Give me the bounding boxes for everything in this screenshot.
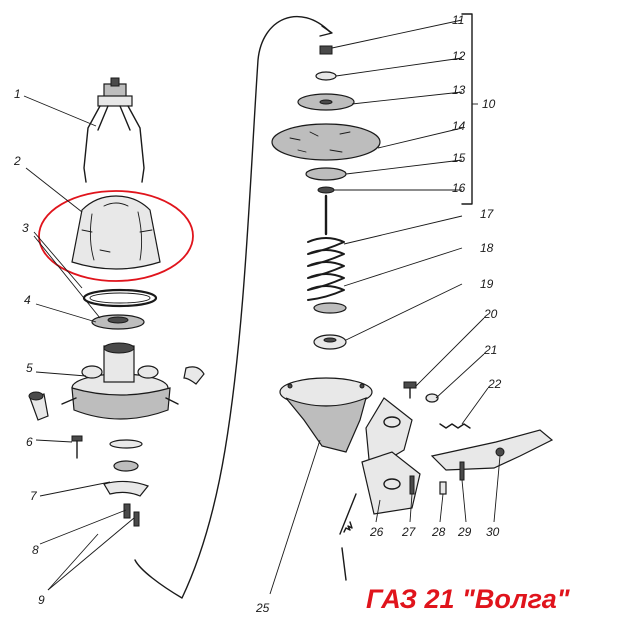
part-2-glass-bowl [71, 195, 161, 270]
label-9: 9 [38, 593, 45, 607]
part-25-spring-link [339, 493, 357, 581]
label-21: 21 [483, 343, 497, 357]
label-1: 1 [14, 87, 21, 101]
label-16: 16 [452, 181, 466, 195]
label-7: 7 [30, 489, 38, 503]
part-15-lower-plate [305, 167, 347, 181]
part-9-rivets [133, 511, 140, 527]
elbow-fitting-left [28, 391, 49, 421]
label-6: 6 [26, 435, 33, 449]
part-28-pin [439, 481, 447, 495]
part-1-stirrup [83, 77, 145, 183]
label-22: 22 [487, 377, 502, 391]
label-11: 11 [452, 13, 464, 27]
diagram-title: ГАЗ 21 "Волга" [366, 584, 571, 614]
part-13-plate [297, 93, 355, 111]
small-washer [109, 439, 143, 449]
label-15: 15 [452, 151, 466, 165]
part-21-washer [425, 393, 439, 403]
label-25: 25 [255, 601, 270, 615]
label-18: 18 [480, 241, 494, 255]
label-28: 28 [431, 525, 446, 539]
label-26: 26 [369, 525, 384, 539]
label-8: 8 [32, 543, 39, 557]
label-27: 27 [401, 525, 417, 539]
label-19: 19 [480, 277, 494, 291]
leader-lines [23, 19, 501, 595]
part-3-gasket [82, 288, 158, 308]
highlight-circle [38, 190, 194, 282]
part-29-pin [459, 461, 465, 481]
part-14-diaphragm [271, 123, 381, 161]
part-16-washer [317, 186, 335, 194]
part-12-washer [315, 71, 337, 81]
part-4-filter [91, 314, 145, 330]
label-17: 17 [480, 207, 495, 221]
group-10-bracket [461, 13, 473, 205]
part-26-lever-plate [361, 397, 421, 515]
label-2: 2 [13, 154, 21, 168]
assembly-path-line [134, 15, 331, 599]
part-8-pin [123, 503, 131, 519]
label-12: 12 [452, 49, 466, 63]
part-5-pump-body [61, 342, 179, 420]
label-30: 30 [486, 525, 500, 539]
part-6-screw [71, 435, 83, 459]
label-29: 29 [457, 525, 472, 539]
part-7-lever [103, 460, 149, 497]
label-20: 20 [483, 307, 498, 321]
part-19-spring-cup [313, 302, 347, 350]
lower-pump-body [279, 377, 373, 453]
label-13: 13 [452, 83, 466, 97]
part-30-rocker-arm [430, 429, 554, 471]
part-22-spring [439, 423, 471, 429]
label-10: 10 [482, 97, 496, 111]
label-3: 3 [22, 221, 29, 235]
part-11-nut [319, 45, 333, 55]
part-17-spring [307, 237, 345, 301]
assembly-arrow-head [319, 25, 333, 37]
part-27-pin [409, 475, 415, 495]
label-5: 5 [26, 361, 33, 375]
label-14: 14 [452, 119, 466, 133]
part-20-bolt [403, 381, 417, 399]
label-4: 4 [24, 293, 31, 307]
elbow-fitting-right [183, 366, 205, 385]
